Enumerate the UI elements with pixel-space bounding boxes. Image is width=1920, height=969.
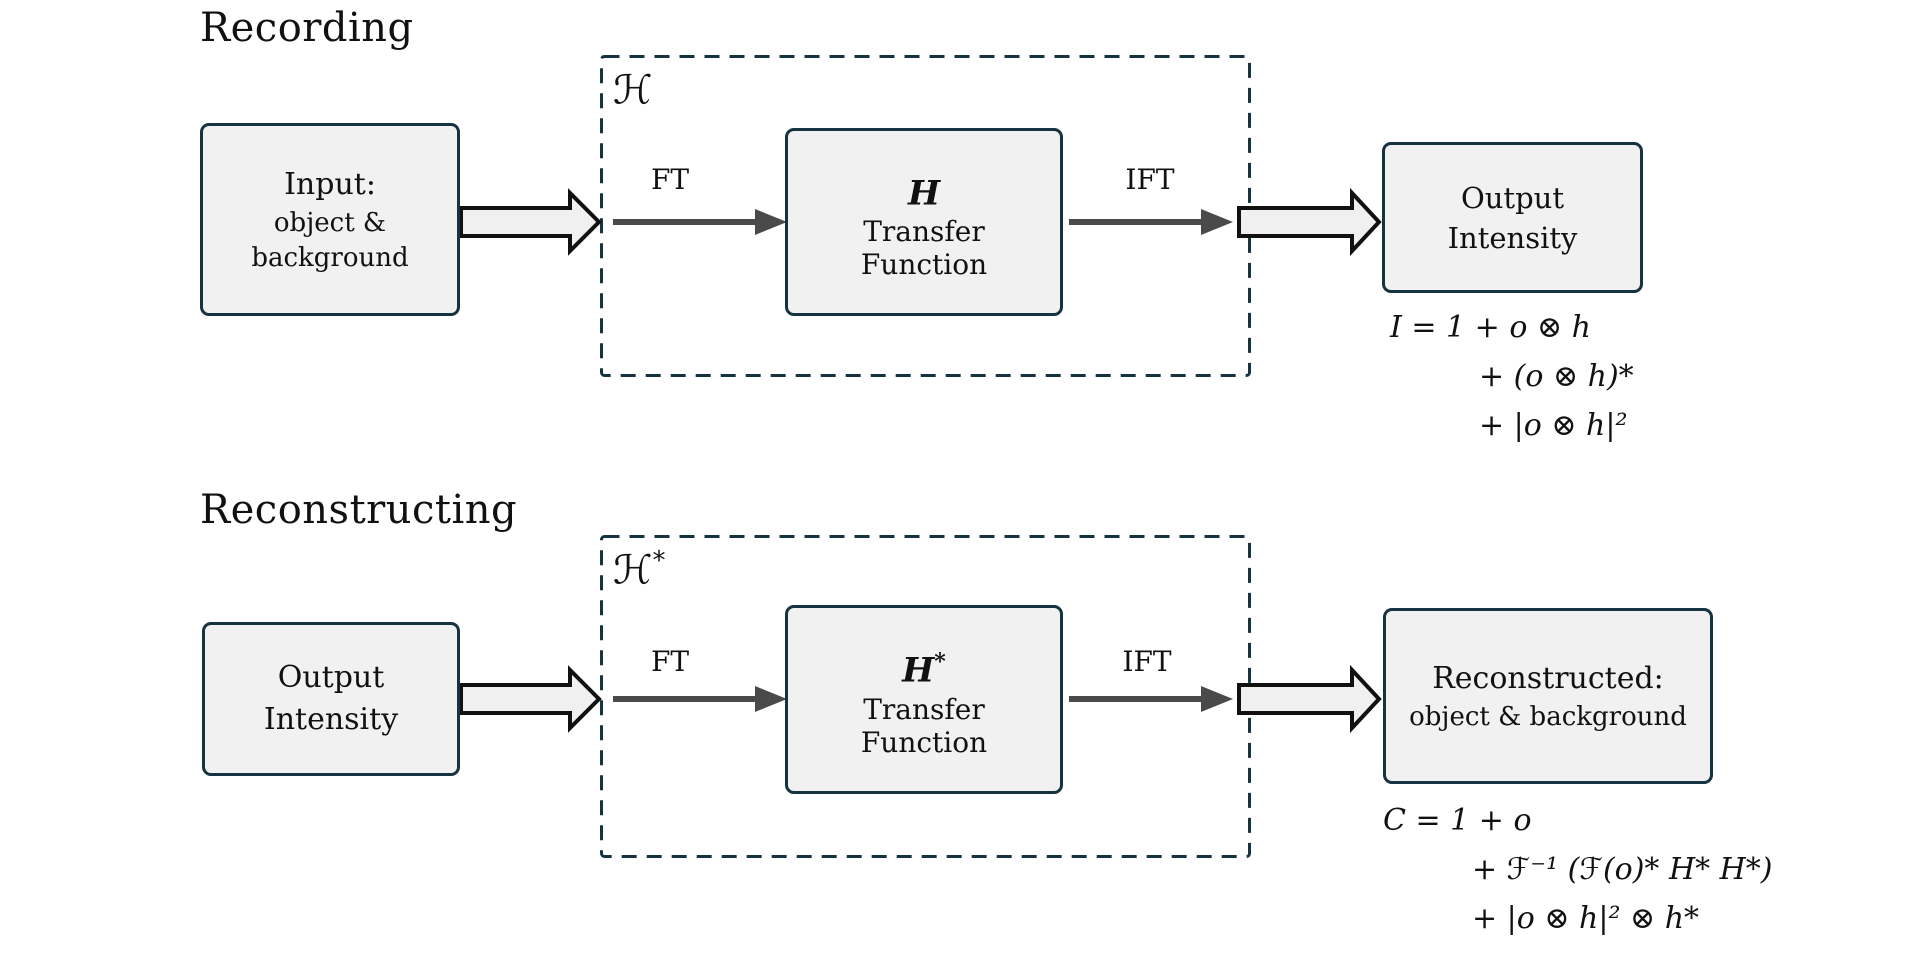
system-label-h: ℋ [613, 67, 653, 114]
output-box-line: Output [1460, 180, 1564, 215]
equation-line: + (o ⊗ h)* [1479, 359, 1634, 394]
section-title-reconstructing: Reconstructing [200, 487, 518, 533]
output-box-line: object & background [1409, 701, 1687, 732]
reconstructing-equation: C = 1 + o + ℱ⁻¹ (ℱ(o)* H* H*) + |o ⊗ h|²… [1383, 796, 1773, 943]
equation-line: + |o ⊗ h|² ⊗ h* [1472, 901, 1700, 936]
ift-label: IFT [1125, 163, 1175, 196]
transfer-function-box: H Transfer Function [785, 128, 1063, 316]
ft-label: FT [650, 163, 690, 196]
ift-arrow-icon [1069, 209, 1233, 235]
transfer-box-line: Function [860, 725, 988, 759]
output-intensity-box: Output Intensity [1382, 142, 1643, 293]
output-box-line: Intensity [1447, 220, 1578, 255]
transfer-function-conjugate-box: H* Transfer Function [785, 605, 1063, 794]
input-box-line: Input: [284, 166, 376, 202]
section-title-recording: Recording [200, 5, 414, 51]
system-label-h-conjugate: ℋ* [613, 546, 666, 594]
ft-arrow-icon [613, 686, 787, 712]
equation-line: + |o ⊗ h|² [1479, 408, 1628, 443]
ft-arrow-icon [613, 209, 787, 235]
reconstructed-box: Reconstructed: object & background [1383, 608, 1713, 784]
transfer-box-line: Transfer [863, 215, 985, 249]
input-box-line: object & [273, 207, 387, 238]
transfer-box-line: Function [860, 248, 988, 282]
recording-equation: I = 1 + o ⊗ h + (o ⊗ h)* + |o ⊗ h|² [1390, 303, 1634, 450]
hollow-arrow-icon [459, 665, 602, 733]
ift-label: IFT [1122, 645, 1172, 678]
input-box-line: Intensity [263, 702, 399, 737]
system-label-sup: * [652, 546, 666, 576]
output-intensity-box: Output Intensity [202, 622, 460, 776]
hollow-arrow-icon [459, 188, 602, 256]
equation-line: + ℱ⁻¹ (ℱ(o)* H* H*) [1472, 852, 1773, 887]
equation-line: I = 1 + o ⊗ h [1390, 310, 1591, 345]
equation-line: C = 1 + o [1383, 803, 1532, 838]
hollow-arrow-icon [1237, 187, 1382, 257]
input-box-line: background [251, 242, 409, 273]
input-box: Input: object & background [200, 123, 460, 316]
transfer-box-line: Transfer [863, 692, 985, 726]
hollow-arrow-icon [1237, 664, 1382, 734]
ft-label: FT [650, 645, 690, 678]
ift-arrow-icon [1069, 686, 1233, 712]
transfer-symbol: H [907, 173, 941, 214]
output-box-line: Reconstructed: [1432, 660, 1664, 696]
transfer-symbol: H* [902, 649, 946, 691]
input-box-line: Output [277, 660, 385, 695]
